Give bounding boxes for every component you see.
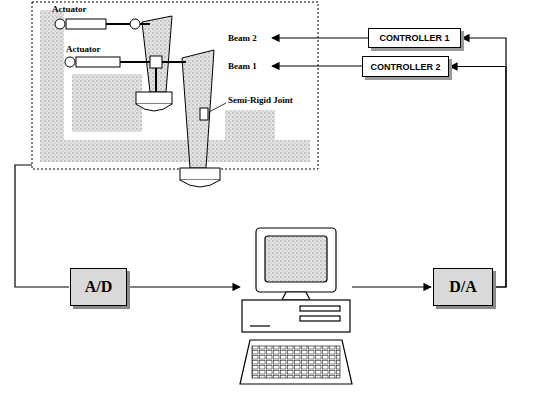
signal-arrow: [272, 65, 362, 66]
sensor-wire: [15, 165, 69, 287]
ground: [40, 10, 310, 162]
box-label: D/A: [449, 278, 477, 296]
data-arrow: [128, 286, 240, 287]
signal-connector: [462, 38, 506, 287]
actuator-1: [55, 19, 150, 29]
part-label: Beam 2: [228, 34, 257, 43]
leader-line: [209, 103, 226, 112]
part-label: Actuator: [66, 45, 101, 54]
beam-1: [180, 50, 220, 187]
enclosure: [32, 2, 318, 169]
box-label: CONTROLLER 1: [379, 33, 449, 43]
part-label: Beam 1: [228, 62, 257, 71]
converter-box: A/D: [70, 268, 127, 306]
beam-2: [136, 16, 172, 111]
signal-connector: [450, 67, 506, 288]
part-label: Actuator: [52, 5, 87, 14]
box-label: CONTROLLER 2: [370, 62, 440, 72]
actuator-2: [65, 56, 186, 92]
controller-box: CONTROLLER 2: [362, 56, 449, 77]
converter-box: D/A: [433, 268, 493, 306]
computer: [240, 228, 352, 384]
controller-box: CONTROLLER 1: [368, 28, 461, 48]
signal-arrow: [272, 37, 368, 38]
box-label: A/D: [85, 278, 113, 296]
part-label: Semi-Rigid Joint: [228, 96, 293, 105]
data-arrow: [352, 286, 431, 287]
